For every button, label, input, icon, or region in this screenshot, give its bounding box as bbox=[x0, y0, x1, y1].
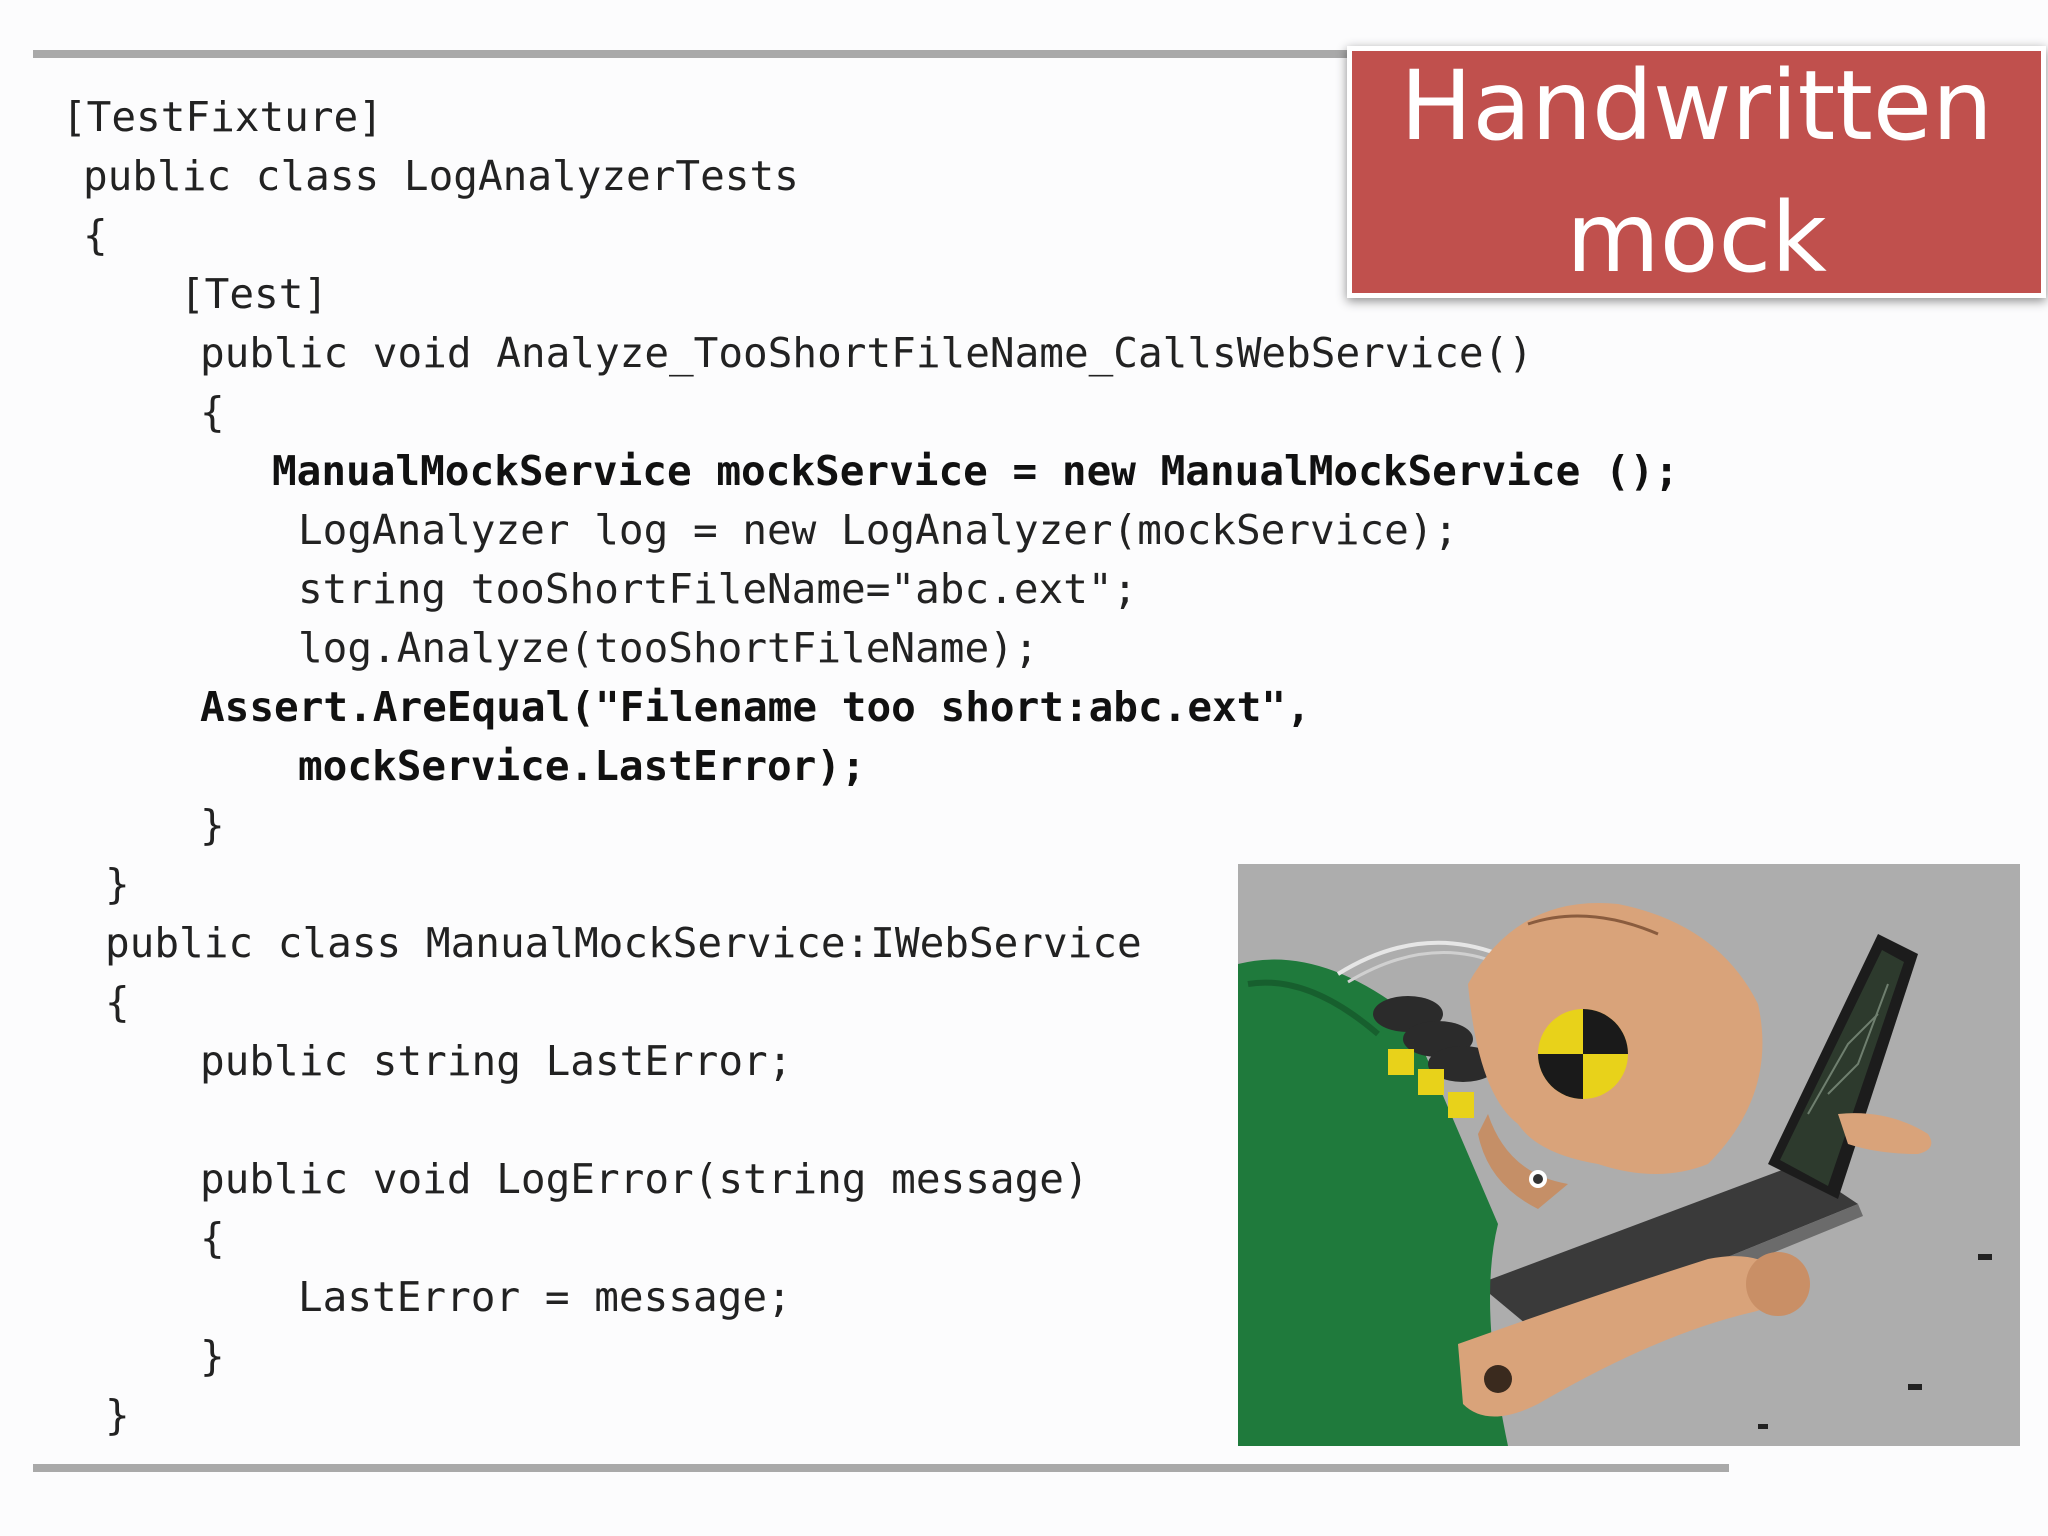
code-line: [Test] bbox=[180, 270, 329, 318]
code-line: public class LogAnalyzerTests bbox=[83, 152, 799, 200]
crash-test-dummy-image bbox=[1238, 864, 2020, 1446]
code-line: public string LastError; bbox=[200, 1037, 793, 1085]
code-line: ManualMockService mockService = new Manu… bbox=[272, 447, 1679, 495]
code-line: } bbox=[200, 801, 225, 849]
code-line: Assert.AreEqual("Filename too short:abc.… bbox=[200, 683, 1311, 731]
code-line: { bbox=[83, 211, 108, 259]
code-line: mockService.LastError); bbox=[298, 742, 866, 790]
code-line: LogAnalyzer log = new LogAnalyzer(mockSe… bbox=[298, 506, 1459, 554]
code-line: { bbox=[200, 388, 225, 436]
top-divider bbox=[33, 50, 1353, 58]
code-line: } bbox=[200, 1332, 225, 1380]
code-line: LastError = message; bbox=[298, 1273, 792, 1321]
code-line: public void LogError(string message) bbox=[200, 1155, 1089, 1203]
slide-title-line-2: mock bbox=[1566, 182, 1827, 294]
slide-title-box: Handwritten mock bbox=[1347, 46, 2046, 298]
code-line: [TestFixture] bbox=[62, 93, 383, 141]
code-line: public void Analyze_TooShortFileName_Cal… bbox=[200, 329, 1533, 377]
code-line: } bbox=[105, 860, 130, 908]
code-line: log.Analyze(tooShortFileName); bbox=[298, 624, 1039, 672]
code-line: public class ManualMockService:IWebServi… bbox=[105, 919, 1142, 967]
code-line: } bbox=[105, 1391, 130, 1439]
code-line: { bbox=[105, 978, 130, 1026]
slide-title-line-1: Handwritten bbox=[1400, 50, 1993, 162]
code-line: string tooShortFileName="abc.ext"; bbox=[298, 565, 1138, 613]
bottom-divider bbox=[33, 1464, 1729, 1472]
code-line: { bbox=[200, 1214, 225, 1262]
crash-test-dummy-on-laptop-icon bbox=[1238, 864, 2020, 1446]
